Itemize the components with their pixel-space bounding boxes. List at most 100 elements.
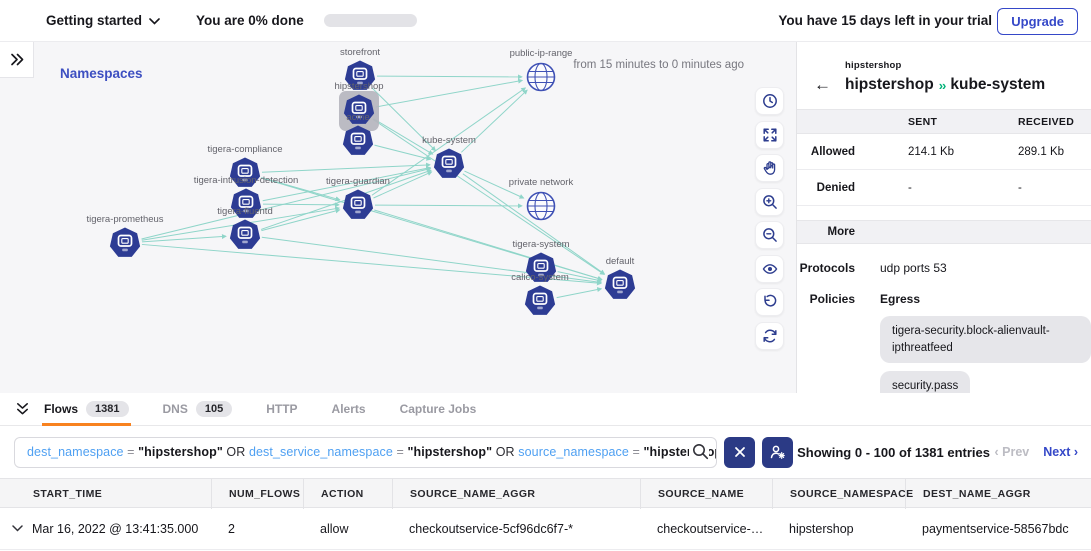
policy-pill[interactable]: security.pass xyxy=(880,371,971,393)
chevron-down-icon xyxy=(149,18,160,25)
expand-sidebar-button[interactable] xyxy=(0,42,34,78)
collapse-panel-button[interactable] xyxy=(0,402,44,416)
details-title-dest: kube-system xyxy=(950,76,1046,93)
node-label: kube-system xyxy=(422,135,476,146)
zoom-out-button[interactable] xyxy=(755,221,784,249)
graph-node-default[interactable]: default xyxy=(604,256,636,299)
eye-button[interactable] xyxy=(755,254,784,283)
query-token-value: "hipstershop" xyxy=(407,445,493,459)
graph-edge xyxy=(374,144,432,161)
query-text: dest_namespace = "hipstershop" OR dest_s… xyxy=(15,445,716,459)
zoom-in-button[interactable] xyxy=(755,187,784,216)
node-label: tigera-prometheus xyxy=(86,214,163,225)
column-header-source_name_aggr[interactable]: SOURCE_NAME_AGGR xyxy=(392,479,640,509)
cell-source_name: checkoutservice-… xyxy=(657,521,764,536)
node-label: hipstershop xyxy=(334,81,383,92)
bottom-tab-bar: Flows 1381 DNS 105 HTTP Alerts Capture Jobs xyxy=(0,393,1091,426)
query-token-kw: OR xyxy=(222,445,249,459)
graph-node-acme[interactable]: acme xyxy=(342,112,374,155)
clock-button[interactable] xyxy=(755,87,784,115)
upgrade-button[interactable]: Upgrade xyxy=(997,8,1078,35)
tab-label: DNS xyxy=(162,402,188,416)
tab-flows[interactable]: Flows 1381 xyxy=(42,393,130,426)
next-page-button[interactable]: Next › xyxy=(1043,445,1078,459)
query-token-field: dest_namespace xyxy=(27,445,124,459)
details-breadcrumb: hipstershop xyxy=(845,60,902,71)
graph-edge xyxy=(373,171,433,199)
tab-count-badge: 1381 xyxy=(86,401,129,417)
column-header-start_time[interactable]: START_TIME xyxy=(33,488,103,500)
protocols-label: Protocols xyxy=(799,261,855,275)
graph-node-storefront[interactable]: storefront xyxy=(340,47,380,90)
query-builder-button[interactable] xyxy=(762,436,793,468)
cell-action: allow xyxy=(320,521,349,536)
user-settings-icon xyxy=(770,445,785,459)
graph-node-tigera-fluentd[interactable]: tigera-fluentd xyxy=(217,206,273,249)
main-area: storefront hipstershop acme public-ip-ra… xyxy=(0,42,1091,393)
undo-button[interactable] xyxy=(755,288,784,316)
column-header-dest_name_aggr[interactable]: DEST_NAME_AGGR xyxy=(905,479,1091,509)
tab-alerts[interactable]: Alerts xyxy=(332,393,366,426)
namespace-icon xyxy=(237,226,253,239)
eye-icon xyxy=(762,263,777,274)
back-arrow-icon[interactable]: ← xyxy=(814,75,831,94)
node-label: tigera-guardian xyxy=(326,176,390,187)
graph-edge xyxy=(141,234,227,243)
tab-count-badge: 105 xyxy=(195,401,233,417)
graph-edge xyxy=(261,208,341,232)
graph-edge xyxy=(461,89,528,153)
graph-node-public-ip-range[interactable]: public-ip-range xyxy=(510,48,573,92)
column-header-action[interactable]: ACTION xyxy=(303,479,392,509)
policy-pill[interactable]: tigera-security.block-alienvault-ipthrea… xyxy=(880,316,1091,364)
graph-node-private-network[interactable]: private network xyxy=(509,177,574,221)
graph-view-title: Namespaces xyxy=(60,66,143,81)
query-search-input[interactable]: dest_namespace = "hipstershop" OR dest_s… xyxy=(14,436,717,468)
clear-query-button[interactable] xyxy=(724,436,755,468)
protocols-row: Protocols udp ports 53 xyxy=(797,261,1091,275)
query-token-op: = xyxy=(392,445,408,459)
expand-button[interactable] xyxy=(755,120,784,149)
graph-node-hipstershop[interactable]: hipstershop xyxy=(334,81,384,131)
details-panel: hipstershop ← hipstershop ›› kube-system… xyxy=(796,42,1091,393)
tab-label: Flows xyxy=(44,402,79,416)
double-chevron-right-icon xyxy=(10,53,23,66)
cell-start_time: Mar 16, 2022 @ 13:41:35.000 xyxy=(0,522,211,536)
protocols-value: udp ports 53 xyxy=(880,261,947,275)
graph-edge xyxy=(371,87,527,196)
graph-edge xyxy=(373,118,434,155)
graph-edge xyxy=(375,78,524,108)
graph-node-kube-system[interactable]: kube-system xyxy=(422,135,476,178)
tab-capture-jobs[interactable]: Capture Jobs xyxy=(400,393,477,426)
graph-node-tigera-intrusion-detection[interactable]: tigera-intrusion-detection xyxy=(194,175,299,218)
column-header-source_namespace[interactable]: SOURCE_NAMESPACE xyxy=(772,479,913,509)
graph-edge xyxy=(372,119,605,275)
column-header-num_flows[interactable]: NUM_FLOWS xyxy=(211,479,303,509)
column-header-source_name[interactable]: SOURCE_NAME xyxy=(640,479,772,509)
stat-row-denied: Denied-- xyxy=(797,170,1091,206)
getting-started-dropdown[interactable]: Getting started xyxy=(46,13,160,28)
graph-node-tigera-guardian[interactable]: tigera-guardian xyxy=(326,176,390,219)
policy-pills: tigera-security.block-alienvault-ipthrea… xyxy=(880,316,1091,393)
results-count: Showing 0 - 100 of 1381 entries xyxy=(797,444,990,460)
graph-node-calico-system[interactable]: calico-system xyxy=(511,272,569,315)
search-icon[interactable] xyxy=(689,442,709,465)
row-expand-icon[interactable] xyxy=(12,525,23,532)
time-range-label: from 15 minutes to 0 minutes ago xyxy=(573,59,744,71)
query-token-field: source_namespace xyxy=(518,445,629,459)
tab-http[interactable]: HTTP xyxy=(266,393,297,426)
pan-hand-button[interactable] xyxy=(755,154,784,182)
prev-page-button[interactable]: ‹ Prev xyxy=(994,445,1030,459)
graph-edge xyxy=(262,166,432,202)
graph-node-tigera-compliance[interactable]: tigera-compliance xyxy=(208,144,283,187)
service-graph[interactable]: storefront hipstershop acme public-ip-ra… xyxy=(0,42,796,393)
refresh-button[interactable] xyxy=(755,321,784,350)
tab-dns[interactable]: DNS 105 xyxy=(163,393,233,426)
graph-edge xyxy=(141,243,602,286)
graph-node-tigera-system[interactable]: tigera-system xyxy=(512,239,570,282)
trial-countdown: You have 15 days left in your trial xyxy=(778,13,992,28)
graph-node-tigera-prometheus[interactable]: tigera-prometheus xyxy=(86,214,164,257)
